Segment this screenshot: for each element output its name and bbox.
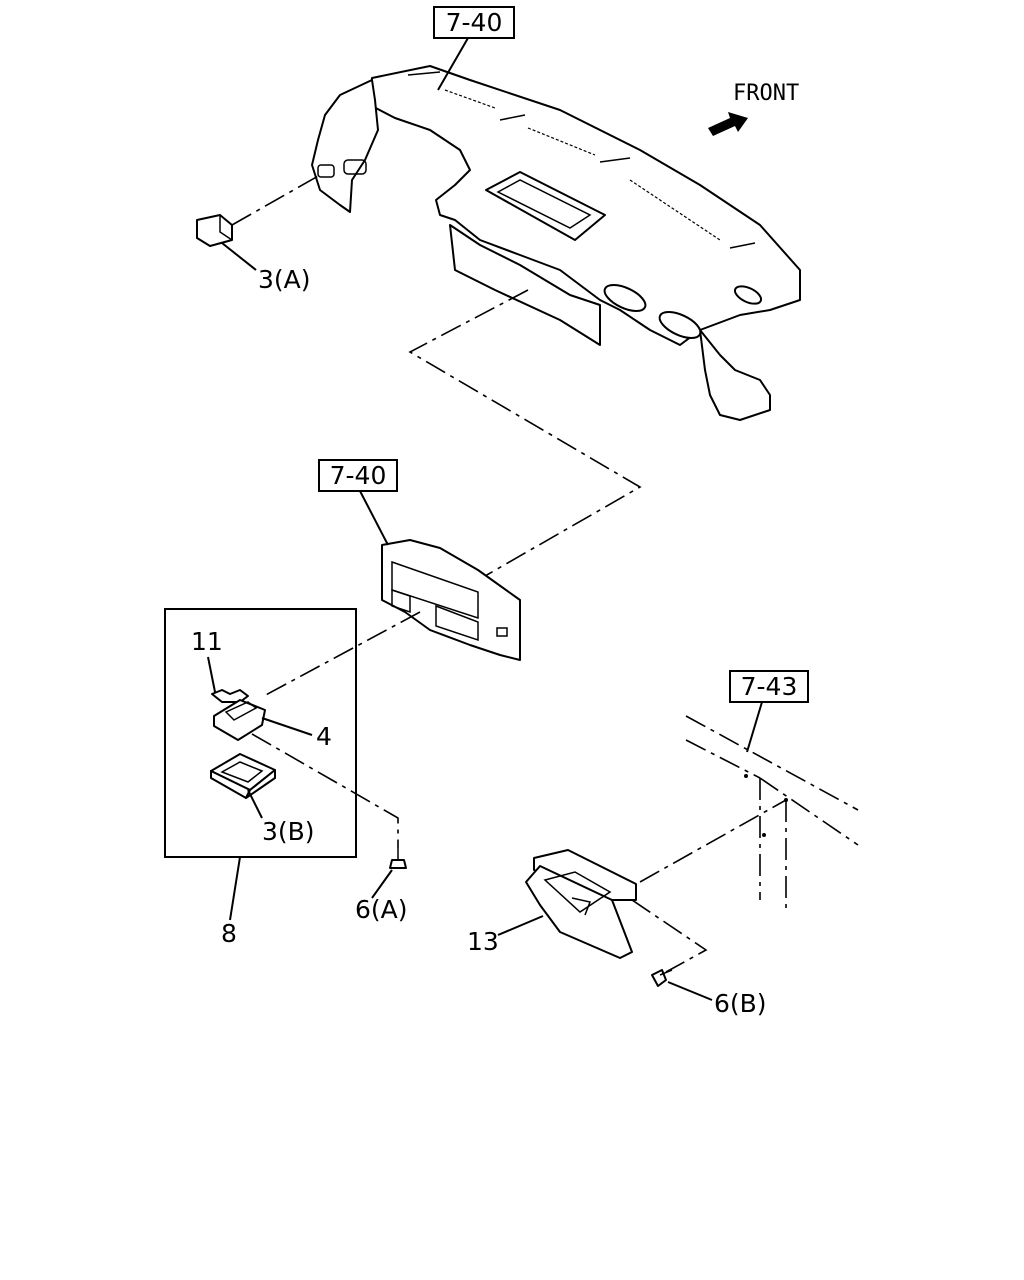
front-indicator: FRONT (708, 81, 799, 136)
mounting-bracket (685, 715, 859, 912)
callout-4: 4 (316, 722, 332, 751)
callout-3b: 3(B) (262, 817, 315, 846)
ref-label-mid: 7-40 (330, 461, 387, 490)
front-arrow-icon (708, 112, 748, 136)
callout-11: 11 (191, 627, 223, 656)
part-6a: 6(A) (355, 848, 408, 924)
part-11: 11 (191, 627, 249, 703)
ref-box-mid: 7-40 (318, 459, 398, 546)
instrument-panel (311, 65, 801, 421)
part-3a: 3(A) (196, 174, 321, 294)
callout-13: 13 (467, 927, 499, 956)
ref-label-top: 7-40 (446, 8, 503, 37)
callout-3a: 3(A) (258, 265, 311, 294)
callout-8: 8 (221, 919, 237, 948)
callout-6b: 6(B) (714, 989, 767, 1018)
kit-box-8: 8 (164, 608, 357, 948)
callout-6a: 6(A) (355, 895, 408, 924)
center-bezel (381, 539, 521, 661)
part-4: 4 (213, 699, 399, 848)
ref-label-right: 7-43 (741, 672, 798, 701)
part-3b: 3(B) (210, 753, 315, 846)
part-6b: 6(B) (651, 969, 767, 1018)
part-13: 13 (467, 799, 787, 973)
front-label: FRONT (733, 81, 799, 106)
ref-box-top: 7-40 (433, 6, 515, 91)
ref-box-right: 7-43 (729, 670, 809, 753)
